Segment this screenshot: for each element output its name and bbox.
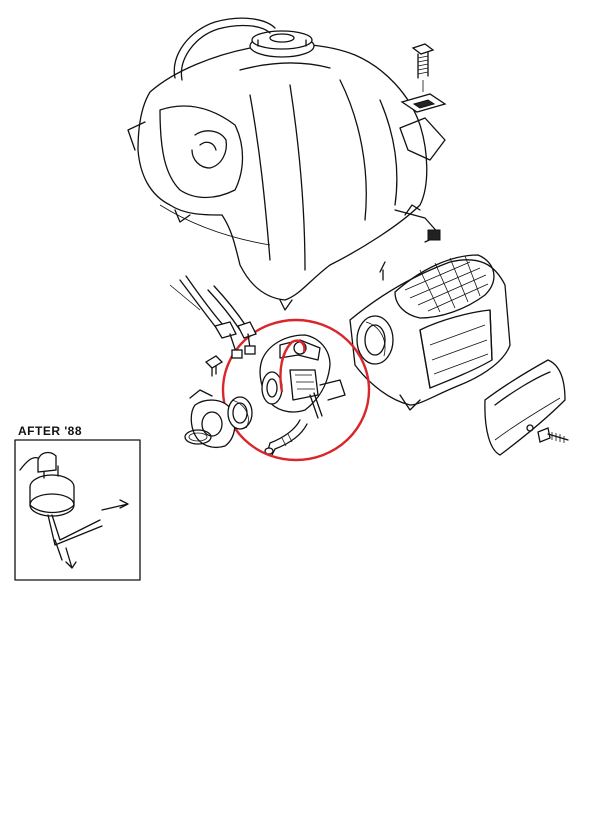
throttle-cables — [169, 275, 257, 359]
air-cleaner-cover — [484, 359, 569, 456]
fuel-tank — [127, 17, 446, 311]
tank-mount-bolt — [400, 43, 447, 113]
air-cleaner-box — [349, 254, 511, 411]
carb-insulator — [184, 355, 253, 449]
after-88-inset — [14, 439, 141, 581]
carburetor — [221, 318, 371, 462]
after-88-label: AFTER '88 — [18, 424, 83, 438]
